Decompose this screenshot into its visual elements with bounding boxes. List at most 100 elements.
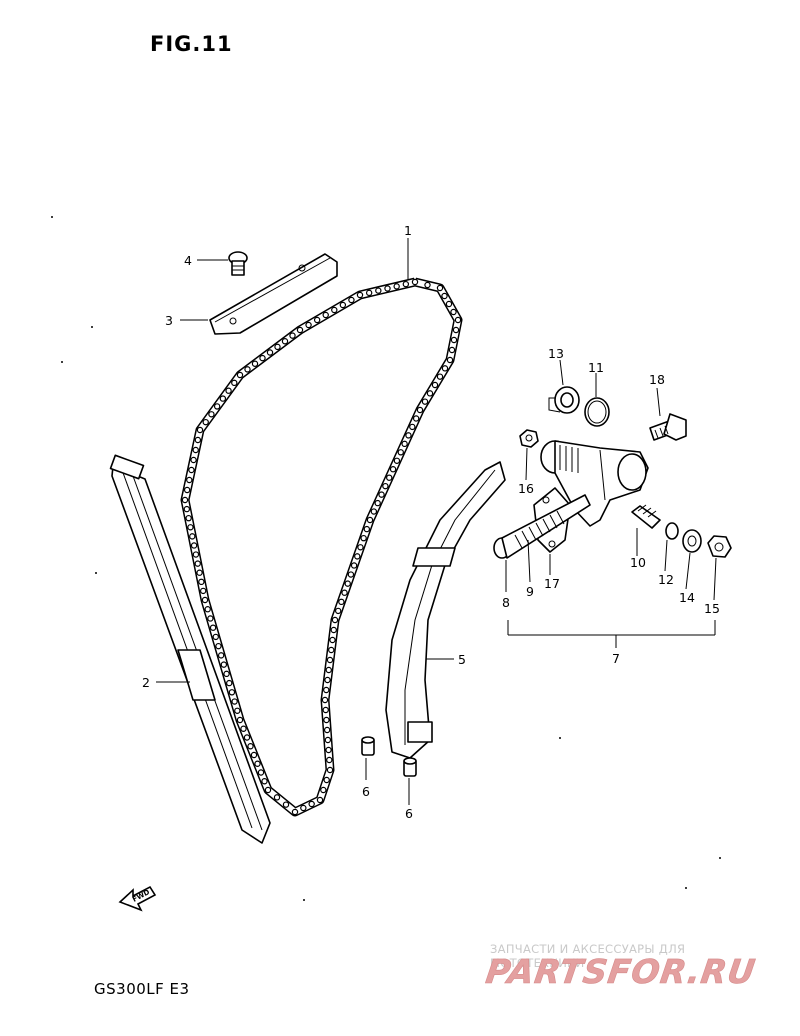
chain-link: [321, 696, 329, 704]
o-ring[interactable]: [584, 397, 610, 427]
chain-link: [261, 778, 268, 785]
chain-link: [334, 607, 342, 615]
chain-link: [324, 736, 332, 744]
chain-link: [366, 516, 374, 524]
callout-12: 12: [658, 572, 674, 587]
spring[interactable]: [514, 510, 565, 549]
chain-link: [454, 316, 462, 324]
chain-link: [236, 716, 244, 724]
watermark-text: ЗАПЧАСТИ И АКСЕССУАРЫ ДЛЯ МОТОТЕХНИКИ: [490, 942, 686, 970]
chain-link: [190, 456, 197, 464]
chain-link: [300, 804, 307, 812]
fwd-arrow-icon: FWD: [118, 885, 157, 912]
callout-10: 10: [630, 555, 646, 570]
adjuster-screw[interactable]: [631, 504, 661, 529]
chain-link: [234, 707, 241, 714]
chain-link: [339, 301, 347, 309]
chain-link: [192, 446, 199, 454]
chain-link: [360, 534, 367, 542]
guide-bolt[interactable]: [228, 251, 248, 276]
chain-link: [323, 716, 330, 724]
chain-link: [190, 542, 198, 549]
chain-link: [375, 287, 382, 294]
small-washer[interactable]: [665, 522, 679, 540]
chain-link: [357, 544, 364, 551]
callout-14: 14: [679, 590, 695, 605]
chain-link: [313, 316, 321, 324]
chain-link: [204, 606, 211, 613]
chain-link: [370, 508, 378, 515]
callout-6b: 6: [405, 806, 413, 821]
chain-link: [219, 395, 227, 402]
nut[interactable]: [707, 535, 732, 558]
chain-link: [347, 571, 355, 578]
chain-link: [356, 291, 364, 299]
chain-link: [424, 281, 431, 289]
watermark-logo: PARTSFOR.RU: [485, 952, 758, 991]
chain-link: [231, 379, 238, 387]
guide-pin[interactable]: [403, 757, 417, 777]
chain-link: [431, 381, 439, 389]
chain-link: [331, 616, 339, 624]
callout-13: 13: [548, 346, 564, 361]
chain-guide-front[interactable]: [109, 454, 271, 844]
chain-link: [185, 514, 192, 522]
chain-link: [445, 300, 453, 308]
callout-8: 8: [502, 595, 510, 610]
chain-link: [289, 332, 296, 339]
chain-link: [250, 751, 258, 759]
chain-link: [308, 800, 315, 808]
chain-link: [341, 589, 348, 596]
chain-link: [207, 615, 214, 622]
callout-18: 18: [649, 372, 665, 387]
callout-1: 1: [404, 223, 412, 238]
chain-link: [324, 676, 331, 684]
chain-link: [348, 296, 355, 304]
washer[interactable]: [682, 529, 702, 553]
chain-link: [374, 499, 381, 507]
chain-link: [251, 360, 259, 367]
oil-seal[interactable]: [548, 386, 580, 414]
chain-link: [363, 525, 371, 533]
callout-5: 5: [458, 652, 466, 667]
cam-chain[interactable]: [180, 277, 463, 817]
chain-link: [209, 624, 217, 631]
lock-nut[interactable]: [519, 429, 539, 448]
chain-link: [354, 553, 361, 560]
chain-link: [450, 308, 457, 316]
chain-link: [198, 578, 205, 586]
chain-link: [416, 406, 424, 414]
chain-link: [264, 786, 272, 794]
chain-guide-top[interactable]: [209, 253, 338, 335]
callout-3: 3: [165, 313, 173, 328]
chain-link: [226, 679, 233, 687]
chain-link: [316, 796, 324, 804]
chain-link: [393, 283, 400, 290]
leader-lines: [156, 238, 717, 805]
chain-link: [215, 642, 222, 650]
bolt[interactable]: [649, 413, 687, 441]
chain-link: [421, 398, 429, 405]
chain-link: [192, 551, 200, 558]
chain-link: [441, 292, 448, 300]
chain-link: [189, 533, 196, 540]
chain-link: [344, 580, 351, 587]
push-rod[interactable]: [493, 494, 591, 559]
chain-link: [196, 569, 203, 576]
chain-link: [202, 418, 209, 426]
chain-link: [338, 598, 345, 606]
chain-link: [187, 524, 194, 531]
chain-link: [228, 689, 236, 696]
chain-link: [273, 794, 281, 801]
chain-link: [397, 449, 404, 456]
chain-link: [389, 466, 397, 473]
guide-pin[interactable]: [361, 736, 375, 756]
chain-link: [382, 482, 389, 490]
chain-link: [331, 306, 338, 314]
chain-link: [325, 666, 332, 674]
chain-link: [212, 633, 219, 641]
chain-link: [412, 415, 420, 422]
tensioner-guide[interactable]: [385, 461, 506, 759]
chain-link: [181, 496, 189, 504]
